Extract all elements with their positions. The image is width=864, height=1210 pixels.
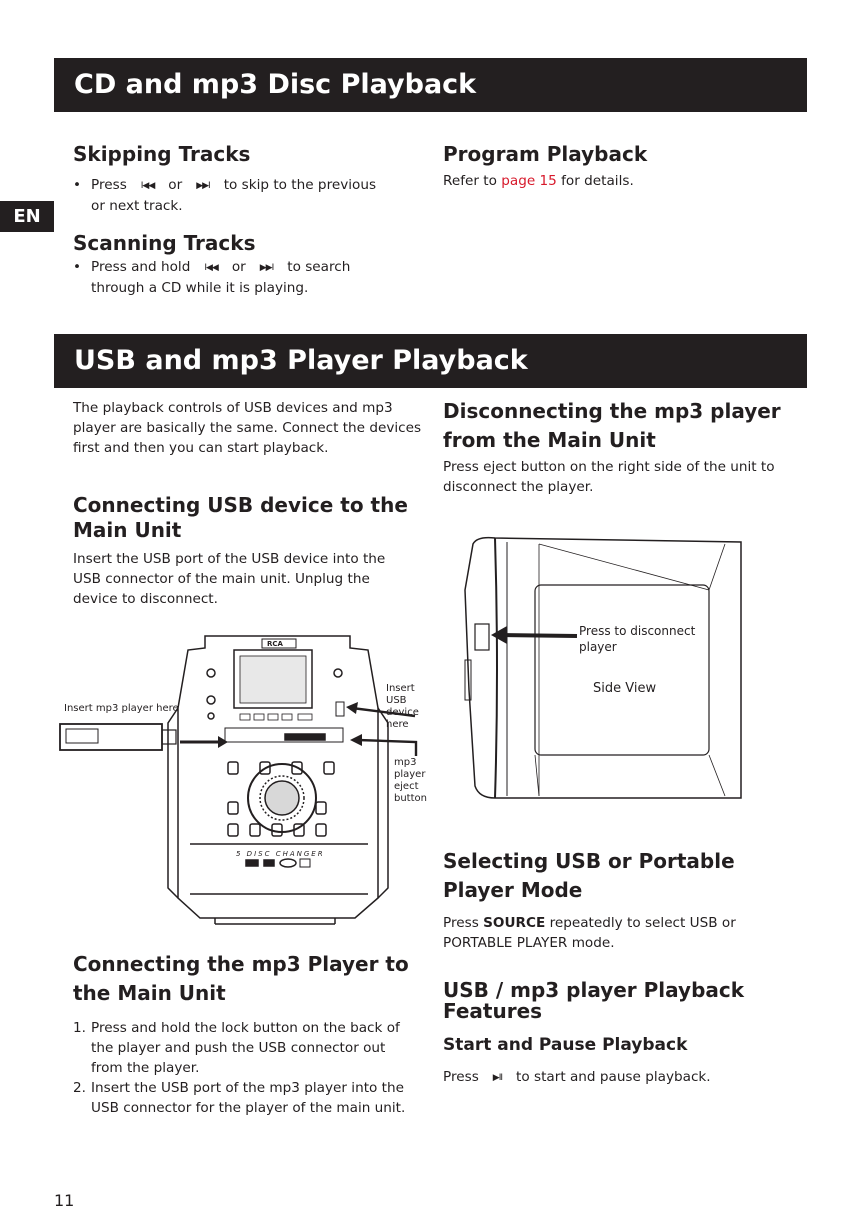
selecting-heading: Selecting USB or Portable Player Mode: [443, 849, 735, 902]
display-screen: [233, 649, 313, 709]
eject-label: mp3 player eject button: [394, 757, 427, 805]
intro-text: The playback controls of USB devices and…: [73, 400, 422, 456]
skipping-bullet: Press I◀◀ or ▶▶I to skip to the previous or …: [73, 175, 441, 216]
text: button: [394, 793, 427, 804]
program-heading: Program Playback: [443, 142, 648, 166]
text: mp3: [394, 757, 417, 768]
page-number: 11: [54, 1191, 75, 1210]
text: or next track.: [91, 198, 183, 214]
usb-slot: [335, 701, 345, 717]
text: Press: [443, 915, 479, 931]
text: Press: [91, 177, 127, 193]
text: player: [394, 769, 426, 780]
selecting-text: Press SOURCE repeatedly to select USB or…: [443, 913, 803, 953]
list-item: 1.Press and hold the lock button on the …: [73, 1020, 400, 1076]
text: to skip to the previous: [223, 177, 377, 193]
text: Press to disconnect: [579, 624, 696, 638]
text: or: [231, 259, 246, 275]
features-heading: USB / mp3 player Playback Features: [443, 978, 745, 1023]
front-unit-diagram: RCA 5 DISC CHANGER: [59, 635, 418, 925]
text: or: [168, 177, 183, 193]
text: Press and hold: [91, 259, 191, 275]
text: USB: [386, 695, 407, 706]
section-banner-usb: USB and mp3 Player Playback: [54, 334, 807, 388]
text: Refer to: [443, 173, 497, 189]
connect-usb-heading: Connecting USB device to the Main Unit: [73, 493, 408, 542]
text: to search: [287, 259, 351, 275]
text: Insert the USB port of the mp3 player in…: [91, 1080, 406, 1116]
text: repeatedly to select USB or: [549, 915, 736, 931]
press-disconnect-label: Press to disconnect player: [579, 623, 695, 655]
play-pause-icon: ▶II: [492, 1073, 503, 1083]
side-body: [464, 536, 742, 799]
section-banner-cd: CD and mp3 Disc Playback: [54, 58, 807, 112]
text: Press and hold the lock button on the ba…: [91, 1020, 400, 1076]
section-title: USB and mp3 Player Playback: [74, 345, 528, 376]
section-title: CD and mp3 Disc Playback: [74, 69, 477, 100]
brand-text: RCA: [267, 640, 284, 648]
insert-usb-label: Insert USB device here: [386, 683, 419, 731]
connect-usb-text: Insert the USB port of the USB device in…: [73, 551, 386, 607]
program-text: Refer to page 15 for details.: [443, 171, 803, 191]
eject-button: [474, 623, 490, 651]
page-link[interactable]: page 15: [501, 173, 557, 189]
next-icon: ▶▶I: [259, 263, 274, 273]
scanning-heading: Scanning Tracks: [73, 231, 256, 255]
insert-mp3-label: Insert mp3 player here: [64, 703, 179, 714]
next-icon: ▶▶I: [196, 181, 210, 191]
text: player: [579, 640, 617, 654]
skipping-heading: Skipping Tracks: [73, 142, 251, 166]
source-key-label: SOURCE: [483, 915, 546, 931]
language-tab: EN: [0, 201, 54, 232]
brand-plate: [261, 638, 297, 649]
text: device: [386, 707, 419, 718]
text: Press: [443, 1069, 479, 1085]
changer-text: 5 DISC CHANGER: [236, 850, 325, 858]
text: for details.: [561, 173, 634, 189]
list-item: 2.Insert the USB port of the mp3 player …: [73, 1080, 406, 1116]
previous-icon: I◀◀: [140, 181, 155, 191]
side-view-caption: Side View: [593, 681, 657, 696]
text: to start and pause playback.: [516, 1069, 711, 1085]
disconnect-text: Press eject button on the right side of …: [443, 459, 775, 495]
scanning-bullet: Press and hold I◀◀ or ▶▶I to search through …: [73, 257, 441, 298]
connect-mp3-steps: 1.Press and hold the lock button on the …: [73, 1018, 418, 1118]
side-panel: [534, 584, 710, 756]
connect-mp3-heading: Connecting the mp3 Player to the Main Un…: [73, 952, 409, 1005]
disc-tray: [224, 727, 344, 743]
text: here: [386, 719, 409, 730]
text: Insert: [386, 683, 415, 694]
previous-icon: I◀◀: [204, 263, 218, 273]
text: eject: [394, 781, 419, 792]
text: through a CD while it is playing.: [91, 280, 309, 296]
mp3-player-device: [59, 723, 163, 751]
disconnect-heading: Disconnecting the mp3 player from the Ma…: [443, 399, 781, 452]
start-pause-text: Press ▶II to start and pause playback.: [443, 1067, 803, 1088]
text: PORTABLE PLAYER mode.: [443, 935, 615, 951]
start-pause-heading: Start and Pause Playback: [443, 1035, 688, 1055]
side-view-diagram: [464, 536, 742, 799]
